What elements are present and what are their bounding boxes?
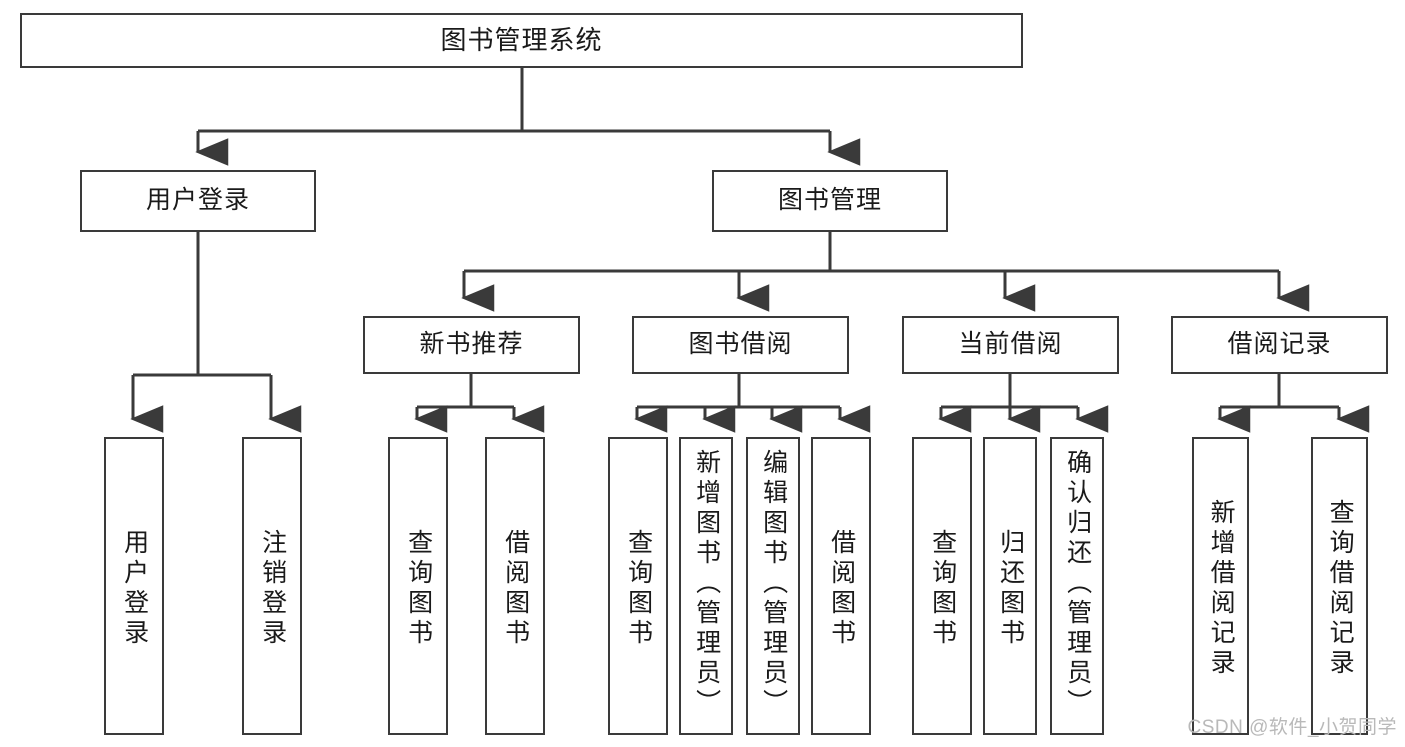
leaf-label: 查询图书 (404, 529, 433, 649)
node-borrow-record[interactable]: 借阅记录 (1171, 316, 1388, 374)
leaf-inner: 新增借阅记录 (1194, 445, 1247, 733)
leaf-recommend-borrow-book[interactable]: 借阅图书 (485, 437, 545, 735)
leaf-label: 查询借阅记录 (1326, 499, 1355, 679)
node-new-book-recommend[interactable]: 新书推荐 (363, 316, 580, 374)
leaf-inner: 查询图书 (610, 445, 666, 733)
leaf-label: 用户登录 (120, 529, 149, 649)
leaf-label: 借阅图书 (827, 529, 856, 649)
leaf-label: 借阅图书 (501, 529, 530, 649)
node-root-system[interactable]: 图书管理系统 (20, 13, 1023, 68)
leaf-borrow-borrow-book[interactable]: 借阅图书 (811, 437, 871, 735)
leaf-label: 注销登录 (258, 529, 287, 649)
watermark-text: CSDN @软件_小贺同学 (1187, 717, 1397, 738)
leaf-label: 查询图书 (624, 529, 653, 649)
leaf-label: 归还图书 (996, 529, 1025, 649)
leaf-label: 新增图书（管理员） (692, 449, 721, 719)
leaf-label: 查询图书 (928, 529, 957, 649)
leaf-record-query-borrow-record[interactable]: 查询借阅记录 (1311, 437, 1368, 735)
leaf-inner: 查询图书 (390, 445, 446, 733)
leaf-inner: 归还图书 (985, 445, 1035, 733)
leaf-inner: 查询图书 (914, 445, 970, 733)
node-book-borrow[interactable]: 图书借阅 (632, 316, 849, 374)
leaf-current-confirm-return-admin[interactable]: 确认归还（管理员） (1050, 437, 1104, 735)
leaf-borrow-query-book[interactable]: 查询图书 (608, 437, 668, 735)
leaf-label: 确认归还（管理员） (1063, 449, 1092, 719)
leaf-inner: 编辑图书（管理员） (748, 445, 798, 737)
leaf-inner: 确认归还（管理员） (1052, 445, 1102, 737)
leaf-inner: 借阅图书 (813, 445, 869, 733)
leaf-borrow-add-book-admin[interactable]: 新增图书（管理员） (679, 437, 733, 735)
node-current-borrow[interactable]: 当前借阅 (902, 316, 1119, 374)
leaf-user-logout-action[interactable]: 注销登录 (242, 437, 302, 735)
node-user-login[interactable]: 用户登录 (80, 170, 316, 232)
leaf-label: 编辑图书（管理员） (759, 449, 788, 719)
node-book-management[interactable]: 图书管理 (712, 170, 948, 232)
leaf-record-add-borrow-record[interactable]: 新增借阅记录 (1192, 437, 1249, 735)
leaf-inner: 用户登录 (106, 445, 162, 733)
leaf-borrow-edit-book-admin[interactable]: 编辑图书（管理员） (746, 437, 800, 735)
leaf-recommend-query-book[interactable]: 查询图书 (388, 437, 448, 735)
leaf-inner: 注销登录 (244, 445, 300, 733)
leaf-inner: 借阅图书 (487, 445, 543, 733)
leaf-current-query-book[interactable]: 查询图书 (912, 437, 972, 735)
leaf-user-login-action[interactable]: 用户登录 (104, 437, 164, 735)
leaf-inner: 新增图书（管理员） (681, 445, 731, 737)
leaf-label: 新增借阅记录 (1207, 499, 1236, 679)
leaf-inner: 查询借阅记录 (1313, 445, 1366, 733)
leaf-current-return-book[interactable]: 归还图书 (983, 437, 1037, 735)
